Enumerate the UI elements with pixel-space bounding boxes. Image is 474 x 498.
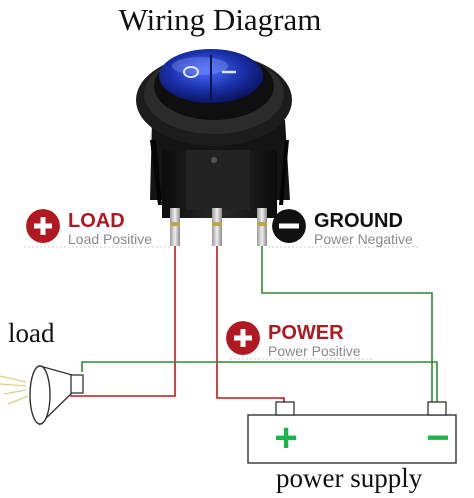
negative-symbol: − xyxy=(426,416,450,460)
load-wire xyxy=(70,245,176,397)
off-symbol-icon xyxy=(183,66,199,78)
minus-badge-icon xyxy=(272,209,306,243)
positive-terminal xyxy=(275,401,295,416)
power-terminal-label: POWER Power Positive xyxy=(226,321,386,361)
ground-sublabel: Power Negative xyxy=(314,231,413,247)
load-device-icon xyxy=(0,365,84,426)
load-label: LOAD xyxy=(68,210,125,232)
ground-label: GROUND xyxy=(314,210,403,232)
negative-terminal xyxy=(427,401,447,416)
load-pin xyxy=(170,208,180,246)
plus-badge-icon xyxy=(226,321,260,355)
power-label: POWER xyxy=(268,322,344,344)
ground-wire xyxy=(261,245,433,406)
power-pin xyxy=(212,208,222,246)
ground-terminal-label: GROUND Power Negative xyxy=(272,209,462,249)
power-supply-icon xyxy=(247,401,457,464)
load-sublabel: Load Positive xyxy=(68,231,153,247)
rocker-switch[interactable] xyxy=(136,49,292,246)
power-supply-label: power supply xyxy=(276,463,423,493)
ground-pin xyxy=(257,208,267,246)
load-device-label: load xyxy=(8,318,55,348)
positive-symbol: + xyxy=(274,416,298,460)
plus-badge-icon xyxy=(26,209,60,243)
diagram-title: Wiring Diagram xyxy=(118,2,322,37)
load-return-wire xyxy=(81,361,438,406)
load-terminal-label: LOAD Load Positive xyxy=(26,209,186,249)
power-sublabel: Power Positive xyxy=(268,343,361,359)
